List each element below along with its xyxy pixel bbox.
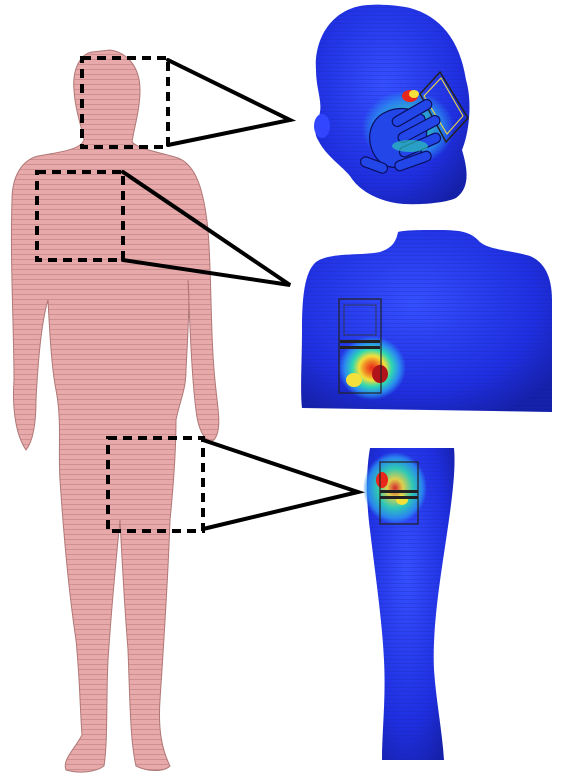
head-callout-lines — [168, 60, 290, 145]
torso-with-patch-antenna-sar-map-icon — [301, 230, 552, 412]
head-with-phone-sar-map-icon — [314, 5, 469, 205]
leg-with-patch-antenna-sar-map-icon — [363, 448, 455, 760]
human-body-voxel-model-icon — [11, 50, 218, 772]
thigh-callout-lines — [203, 440, 358, 529]
